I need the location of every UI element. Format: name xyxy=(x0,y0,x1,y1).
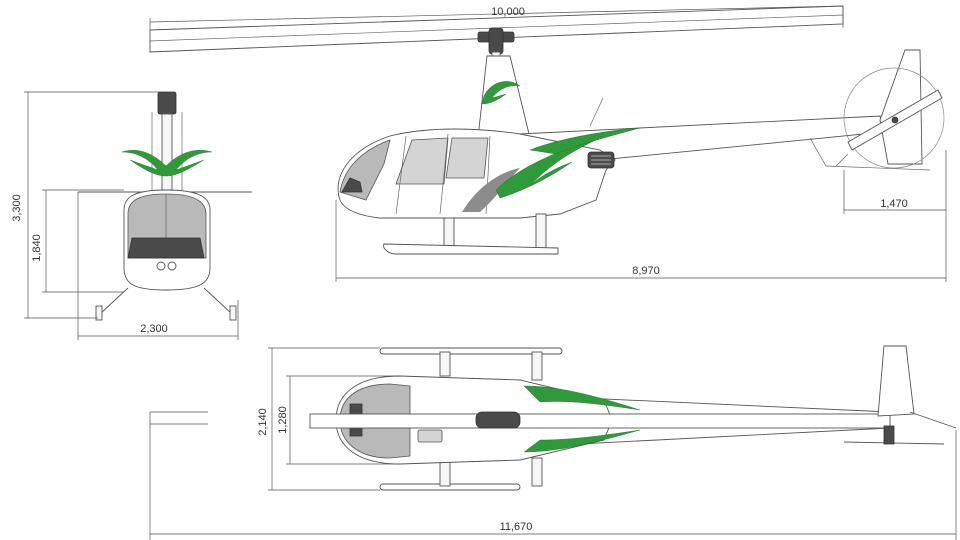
front-landing-gear xyxy=(95,287,237,321)
skid-width-label: 2,300 xyxy=(140,323,168,335)
side-landing-gear xyxy=(383,213,559,255)
front-door-window xyxy=(395,137,449,185)
cabin-height-label: 1,840 xyxy=(31,234,43,262)
top-rotor-blade xyxy=(309,413,891,429)
side-view xyxy=(149,5,945,255)
dimension-lines xyxy=(24,5,957,540)
front-lights xyxy=(156,261,177,271)
front-green-stripes xyxy=(121,150,213,177)
cabin-width-label: 1,280 xyxy=(277,406,289,434)
rotor-diameter-label: 10,000 xyxy=(491,6,525,18)
mast-stripe xyxy=(481,81,521,105)
rear-door-window xyxy=(445,137,489,179)
front-rotor-hub xyxy=(157,91,177,115)
tail-rotor-disc xyxy=(843,67,945,169)
front-view xyxy=(78,91,252,321)
tail-rotor-diameter-label: 1,470 xyxy=(880,198,908,210)
top-skids xyxy=(379,347,563,491)
vertical-fin xyxy=(879,49,923,165)
top-green-stripe-right xyxy=(523,429,641,453)
rotor-hub xyxy=(477,27,515,59)
fuselage-length-label: 8,970 xyxy=(632,265,660,277)
height-label: 3,300 xyxy=(11,194,23,222)
top-view xyxy=(309,345,957,491)
side-grey-stripe xyxy=(462,168,520,212)
top-green-stripe-left xyxy=(523,385,641,411)
skid-length-label: 2,140 xyxy=(257,408,269,436)
overall-length-label: 11,670 xyxy=(500,521,533,533)
tail-rotor-blades xyxy=(847,89,943,151)
top-rotor-hub xyxy=(475,411,521,429)
top-vertical-fin xyxy=(877,345,915,417)
